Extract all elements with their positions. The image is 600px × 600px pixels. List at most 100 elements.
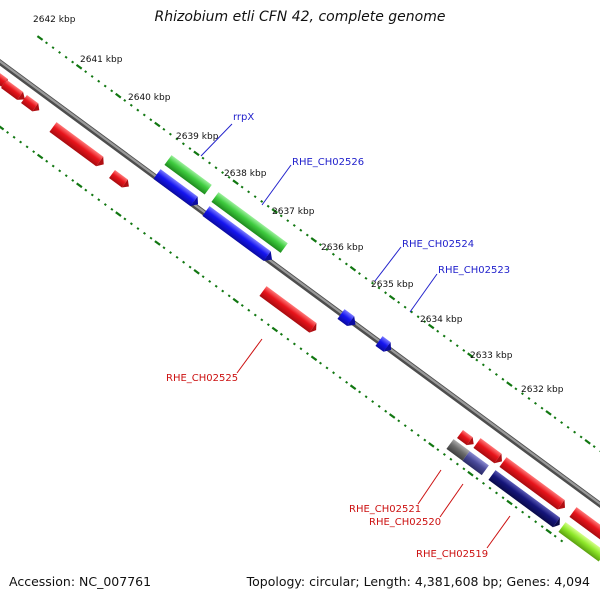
scale-minor-tick — [455, 462, 459, 466]
scale-minor-tick — [560, 539, 564, 543]
scale-minor-tick — [449, 339, 453, 343]
scale-major-tick — [349, 265, 357, 272]
scale-minor-tick — [71, 179, 75, 182]
gene-feature-RHE_CH02524[interactable] — [337, 309, 359, 329]
gene-label-RHE_CH02524[interactable]: RHE_CH02524 — [402, 239, 474, 250]
scale-minor-tick — [58, 51, 62, 54]
scale-minor-tick — [123, 217, 127, 221]
scale-minor-tick — [64, 174, 68, 178]
scale-minor-tick — [6, 131, 10, 134]
gene-feature[interactable] — [558, 522, 600, 562]
scale-minor-tick — [142, 113, 146, 117]
scale-major-tick — [506, 381, 513, 387]
scale-major-tick — [428, 442, 435, 448]
scale-minor-tick — [449, 457, 453, 461]
scale-minor-tick — [488, 368, 492, 372]
scale-minor-tick — [279, 332, 283, 336]
scale-minor-tick — [188, 265, 192, 269]
scale-minor-tick — [332, 371, 336, 375]
gene-label-RHE_CH02520[interactable]: RHE_CH02520 — [369, 517, 441, 528]
scale-minor-tick — [534, 401, 537, 405]
gene-feature[interactable] — [499, 457, 568, 512]
scale-minor-tick — [240, 303, 244, 307]
scale-minor-tick — [97, 198, 101, 202]
callout-line-RHE_CH02520 — [439, 483, 464, 518]
scale-major-tick — [310, 237, 318, 243]
scale-minor-tick — [364, 276, 368, 280]
scale-major-tick — [388, 413, 396, 419]
gene-feature[interactable] — [569, 507, 600, 541]
scale-minor-tick — [136, 108, 140, 112]
scale-minor-tick — [442, 452, 446, 456]
scale-minor-tick — [168, 132, 172, 136]
scale-major-tick — [232, 297, 239, 304]
gene-feature[interactable] — [457, 429, 477, 448]
scale-minor-tick — [286, 337, 290, 341]
scale-minor-tick — [384, 409, 388, 413]
scale-minor-tick — [403, 305, 407, 309]
scale-minor-tick — [482, 481, 485, 485]
scale-minor-tick — [181, 142, 185, 146]
scale-minor-tick — [247, 190, 251, 194]
gene-feature-RHE_CH02526[interactable] — [211, 192, 288, 253]
gene-feature[interactable] — [473, 438, 505, 466]
gene-label-RHE_CH02525[interactable]: RHE_CH02525 — [166, 373, 238, 384]
gene-feature-RHE_CH02519[interactable] — [488, 470, 563, 530]
gene-feature[interactable] — [109, 169, 132, 191]
scale-major-tick — [467, 470, 474, 477]
scale-minor-tick — [299, 228, 303, 232]
tick-label-2638: 2638 kbp — [224, 169, 267, 179]
scale-minor-tick — [292, 342, 296, 346]
scale-minor-tick — [527, 397, 531, 400]
scale-minor-tick — [208, 161, 211, 165]
scale-minor-tick — [579, 435, 583, 439]
scale-minor-tick — [103, 203, 107, 206]
gene-label-RHE_CH02523[interactable]: RHE_CH02523 — [438, 265, 510, 276]
tick-label-2637: 2637 kbp — [272, 207, 315, 217]
scale-minor-tick — [540, 406, 544, 410]
scale-minor-tick — [71, 60, 75, 64]
gene-feature[interactable] — [153, 169, 201, 209]
tick-label-2635: 2635 kbp — [371, 280, 414, 290]
gene-label-RHE_CH02526[interactable]: RHE_CH02526 — [292, 157, 364, 168]
scale-minor-tick — [305, 352, 309, 355]
scale-major-tick — [115, 92, 122, 99]
gene-label-RHE_CH02519[interactable]: RHE_CH02519 — [416, 549, 488, 560]
scale-minor-tick — [84, 70, 88, 74]
scale-minor-tick — [423, 438, 427, 442]
scale-minor-tick — [129, 222, 133, 226]
scale-minor-tick — [214, 284, 218, 288]
scale-major-tick — [349, 384, 357, 390]
gene-feature[interactable] — [49, 122, 107, 169]
gene-feature-RHE_CH02520[interactable] — [462, 451, 489, 476]
scale-minor-tick — [208, 279, 212, 283]
scale-minor-tick — [521, 510, 525, 514]
gene-feature-RHE_CH02523[interactable] — [375, 336, 394, 355]
scale-minor-tick — [540, 525, 544, 529]
gene-feature-RHE_CH02525[interactable] — [259, 286, 319, 335]
scale-minor-tick — [292, 223, 296, 227]
scale-major-tick — [310, 355, 318, 362]
scale-minor-tick — [266, 204, 270, 208]
scale-minor-tick — [501, 377, 505, 381]
gene-feature[interactable] — [1, 79, 28, 103]
tick-label-2639: 2639 kbp — [176, 132, 219, 142]
callout-line-RHE_CH02524 — [374, 246, 402, 282]
gene-feature[interactable] — [202, 206, 275, 264]
scale-minor-tick — [110, 89, 114, 93]
scale-minor-tick — [416, 315, 420, 319]
gene-feature[interactable] — [21, 94, 42, 114]
scale-minor-tick — [475, 477, 479, 480]
gene-feature-rrpX[interactable] — [164, 155, 212, 195]
scale-major-tick — [193, 150, 200, 157]
tick-label-2634: 2634 kbp — [420, 315, 463, 325]
scale-minor-tick — [143, 231, 146, 235]
scale-minor-tick — [279, 214, 283, 218]
gene-feature-RHE_CH02521[interactable] — [446, 439, 470, 461]
scale-minor-tick — [325, 248, 329, 251]
scale-minor-tick — [364, 395, 368, 399]
gene-label-RHE_CH02521[interactable]: RHE_CH02521 — [349, 504, 421, 515]
gene-label-rrpX[interactable]: rrpX — [233, 112, 254, 123]
scale-minor-tick — [299, 347, 303, 351]
scale-minor-tick — [175, 137, 179, 141]
